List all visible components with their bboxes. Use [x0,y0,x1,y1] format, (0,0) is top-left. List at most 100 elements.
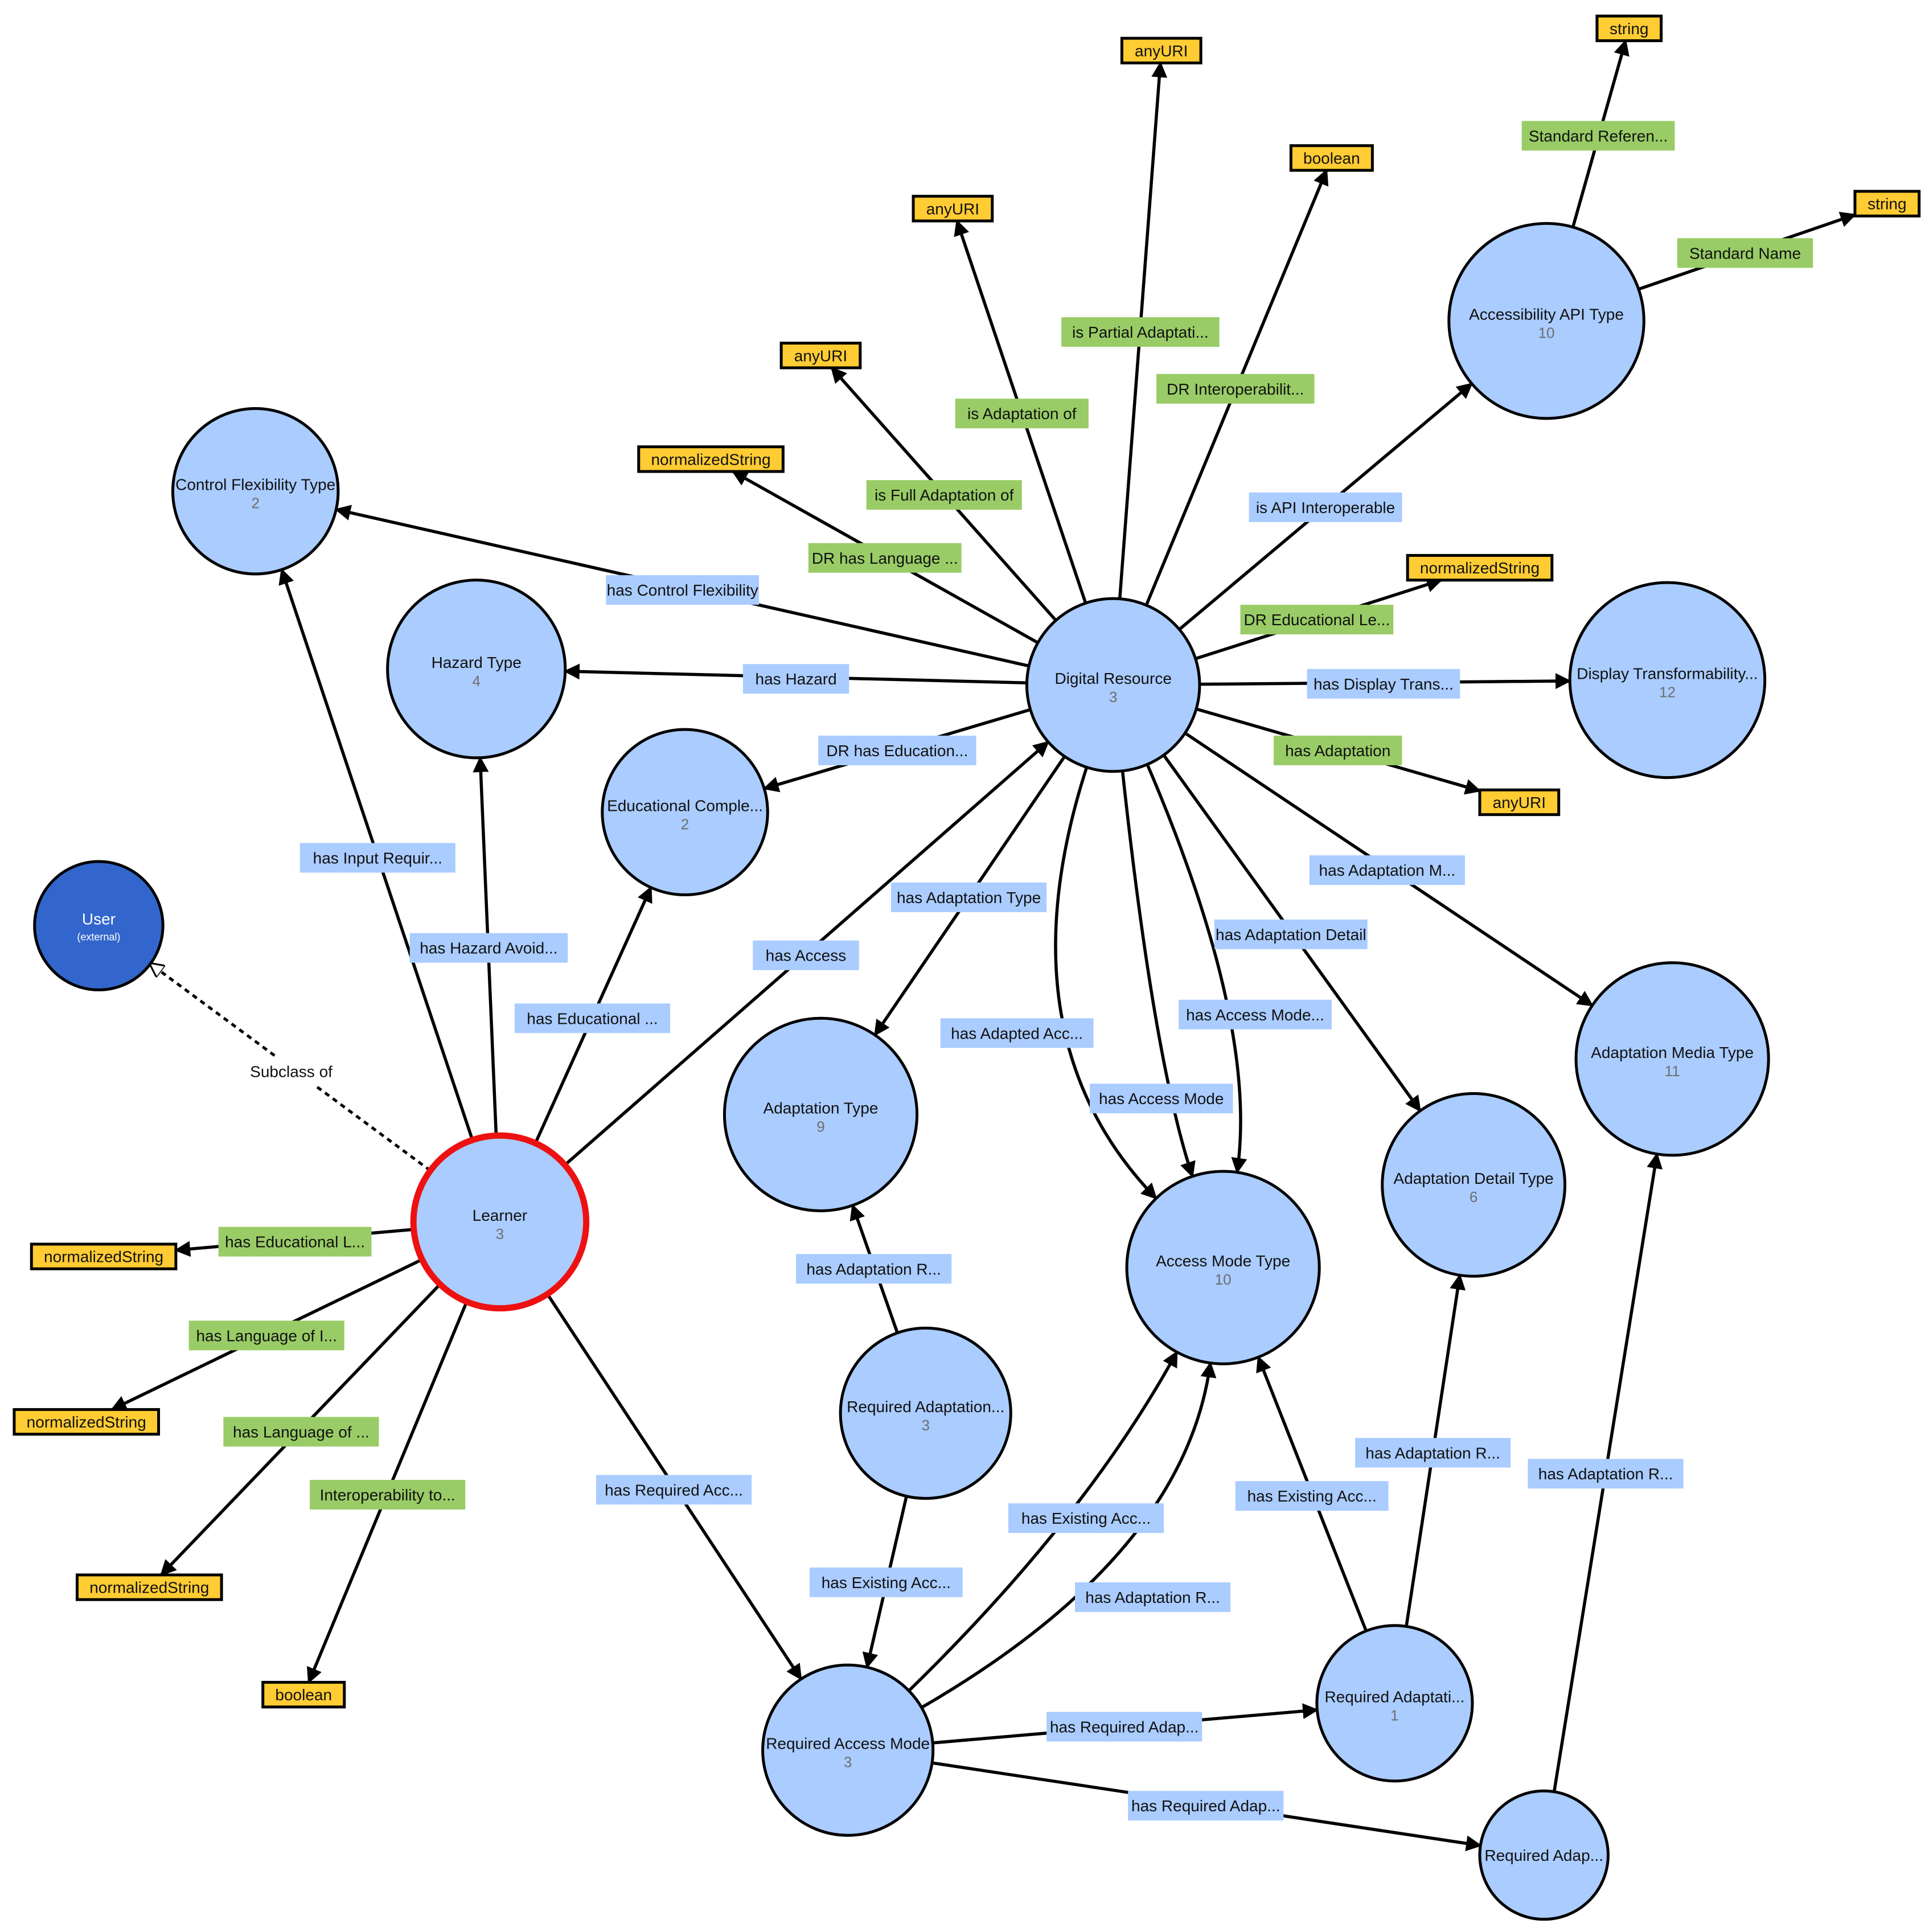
class-label: Adaptation Type [764,1099,879,1117]
object-property-label[interactable]: has Adaptation R... [1528,1459,1684,1489]
edge-label-text: DR Educational Le... [1243,611,1390,629]
datatype-node[interactable]: anyURI [779,342,862,370]
instance-count: 3 [1109,688,1117,705]
object-property-label[interactable]: has Adaptation Detail [1214,919,1368,949]
datatype-label: anyURI [926,200,979,218]
edge-label-box [1309,855,1465,885]
object-property-label[interactable]: has Hazard Avoid... [409,933,568,963]
datatype-label: string [1610,20,1648,38]
datatype-property-label[interactable]: DR has Language ... [808,543,962,573]
object-property-label[interactable]: has Adaptation R... [1355,1438,1511,1468]
class-circle [601,728,769,897]
datatype-property-label[interactable]: DR Interoperabilit... [1156,374,1315,404]
object-property-label[interactable]: has Control Flexibility [606,575,760,605]
object-property-label[interactable]: has Required Acc... [596,1475,752,1505]
edge-label-box [310,1479,466,1510]
edge-label-box [223,1417,379,1447]
class-label: Required Adaptati... [1324,1688,1464,1705]
object-property-label[interactable]: has Required Adap... [1128,1791,1284,1821]
datatype-property-label[interactable]: has Educational L... [218,1227,372,1257]
object-property-label[interactable]: has Existing Acc... [1235,1481,1389,1511]
class-node-ra3[interactable]: Required Adap... [1478,1789,1610,1921]
object-property-label[interactable]: has Adaptation R... [1075,1582,1231,1612]
datatype-node[interactable]: boolean [1289,144,1374,172]
class-node-ec[interactable]: Educational Comple...2 [601,728,769,897]
object-property-label[interactable]: has Adaptation R... [796,1254,952,1284]
object-property-label[interactable]: has Existing Acc... [1008,1503,1164,1533]
object-property-label[interactable]: has Access Mode [1090,1084,1233,1114]
external-tag: (external) [77,932,120,943]
object-property-label[interactable]: has Required Adap... [1046,1712,1202,1742]
object-property-label[interactable]: has Access [753,940,859,970]
edge-label-box [1307,668,1460,699]
datatype-node[interactable]: normalizedString [75,1573,223,1601]
object-property-label[interactable]: has Input Requir... [299,843,455,873]
datatype-label: normalizedString [89,1579,209,1597]
datatype-property-label[interactable]: is Full Adaptation of [866,480,1022,510]
datatype-property-label[interactable]: is Partial Adaptati... [1061,317,1220,347]
datatype-node[interactable]: boolean [261,1680,346,1709]
object-property-label[interactable]: has Hazard [742,664,849,694]
edge-label-box [1355,1438,1511,1468]
object-property-label[interactable]: has Access Mode... [1179,999,1332,1029]
class-circle [1315,1624,1474,1783]
edge-label-box [1249,492,1402,522]
object-property-label[interactable]: has Educational ... [514,1003,671,1033]
datatype-property-label[interactable]: is Adaptation of [955,399,1089,429]
class-node-ra[interactable]: Required Adaptation...3 [839,1326,1012,1500]
object-property-label[interactable]: is API Interoperable [1249,492,1402,522]
edge-label-text: has Access Mode [1099,1090,1224,1107]
datatype-node[interactable]: string [1853,190,1921,218]
datatype-property-label[interactable]: DR Educational Le... [1240,605,1394,635]
edge-label-box [891,882,1047,912]
datatype-node[interactable]: normalizedString [30,1242,178,1270]
datatype-node[interactable]: string [1595,14,1663,43]
datatype-property-label[interactable]: Standard Name [1677,238,1813,268]
datatype-node[interactable]: normalizedString [637,445,785,473]
datatype-property-label[interactable]: Interoperability to... [310,1479,466,1510]
datatype-node[interactable]: normalizedString [1406,553,1554,582]
edge-label-text: has Adaptation R... [806,1260,941,1278]
edge-label-box [299,843,455,873]
edge-label-text: is Full Adaptation of [875,486,1014,504]
object-property-label[interactable]: has Adaptation M... [1309,855,1465,885]
datatype-label: boolean [275,1686,332,1704]
class-node-dt[interactable]: Display Transformability...12 [1568,581,1767,780]
datatype-property-label[interactable]: Standard Referen... [1521,121,1675,151]
datatype-box [30,1242,178,1270]
external-class-node[interactable]: User (external) [33,860,165,991]
class-label: Access Mode Type [1156,1252,1290,1270]
datatype-node[interactable]: anyURI [1120,36,1202,65]
object-property-label[interactable]: has Existing Acc... [809,1567,963,1597]
object-property-label[interactable]: has Adapted Acc... [940,1018,1094,1048]
object-property-label[interactable]: DR has Education... [818,735,976,765]
datatype-node[interactable]: anyURI [1478,788,1561,817]
datatype-property-label[interactable]: has Language of ... [223,1417,379,1447]
edge-label-text: has Adaptation R... [1365,1444,1500,1462]
class-circle [410,1132,590,1312]
datatype-property-label[interactable]: has Adaptation [1273,735,1402,765]
class-circle [1381,1092,1567,1278]
class-node-ra2[interactable]: Required Adaptati...1 [1315,1624,1474,1783]
class-label: Required Access Mode [766,1735,930,1753]
subclass-label[interactable]: Subclass of [233,1056,350,1086]
datatype-node[interactable]: anyURI [912,195,994,223]
class-label: User [82,910,116,928]
object-property-label[interactable]: has Display Trans... [1307,668,1460,699]
instance-count: 12 [1659,683,1676,700]
datatype-node[interactable]: normalizedString [13,1408,161,1436]
object-property-label[interactable]: has Adaptation Type [891,882,1047,912]
datatype-property-label[interactable]: has Language of I... [188,1320,344,1351]
edge-label-text: Standard Referen... [1529,127,1668,145]
edge-label-box [742,664,849,694]
